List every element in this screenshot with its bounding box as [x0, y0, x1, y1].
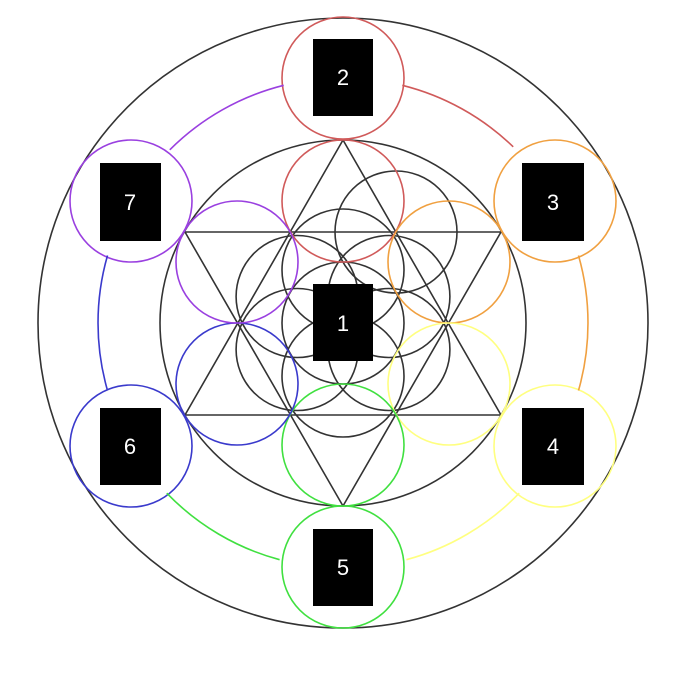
inner-ring-7 [175, 200, 299, 324]
connector-4-5 [406, 492, 520, 561]
inner-ring-4 [387, 322, 511, 446]
outer-ring-6 [69, 384, 193, 508]
outer-ring-7 [69, 139, 193, 263]
node-label-3: 3 [547, 190, 559, 215]
node-label-1: 1 [337, 311, 349, 336]
node-card-6[interactable]: 6 [100, 408, 161, 485]
outer-ring-4 [493, 384, 617, 508]
node-card-2[interactable]: 2 [313, 39, 373, 116]
node-card-3[interactable]: 3 [522, 163, 584, 241]
connector-6-7 [97, 255, 109, 391]
hexagram-triangle-up [184, 139, 502, 416]
connector-7-2 [169, 84, 284, 151]
node-card-7[interactable]: 7 [100, 163, 161, 241]
node-label-2: 2 [337, 65, 349, 90]
node-label-4: 4 [547, 434, 559, 459]
outer-ring-5 [281, 505, 405, 629]
hexagram-triangle-down [184, 231, 502, 507]
node-label-7: 7 [124, 190, 136, 215]
outer-ring-2 [281, 16, 405, 140]
node-card-4[interactable]: 4 [522, 408, 584, 485]
colored-rings [69, 16, 617, 629]
node-card-5[interactable]: 5 [313, 529, 373, 606]
connector-3-4 [577, 255, 589, 391]
outer-ring-3 [493, 139, 617, 263]
node-card-1[interactable]: 1 [313, 284, 373, 361]
connector-2-3 [402, 84, 514, 148]
inner-ring-5 [281, 383, 405, 507]
node-label-5: 5 [337, 555, 349, 580]
inner-ring-2 [281, 139, 405, 263]
connector-5-6 [166, 492, 280, 561]
node-cards: 1 2 3 4 5 6 7 [100, 39, 584, 606]
node-label-6: 6 [124, 434, 136, 459]
